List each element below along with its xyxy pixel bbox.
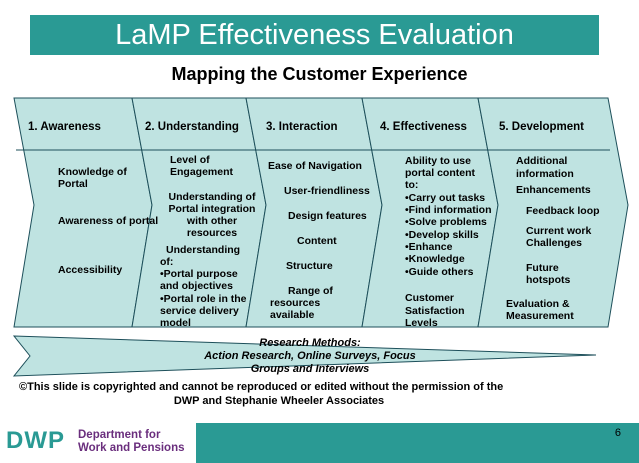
stage-item: Future <box>526 262 559 274</box>
footer-bar: DWP Department for Work and Pensions 6 <box>0 423 639 463</box>
title-bar: LaMP Effectiveness Evaluation <box>30 15 599 55</box>
stage-item: •Carry out tasks <box>405 192 486 204</box>
stage-item: Additional <box>516 155 568 167</box>
footer-logo-area: DWP Department for Work and Pensions <box>0 423 196 463</box>
stage-item: to: <box>405 179 419 191</box>
dwp-logo: DWP <box>6 427 65 454</box>
page-number: 6 <box>614 427 621 439</box>
stage-item: Portal integration <box>168 203 256 215</box>
chevron-development <box>477 97 629 328</box>
research-methods-title: Research Methods: <box>259 337 361 349</box>
copyright-notice: ©This slide is copyrighted and cannot be… <box>19 380 579 408</box>
stage-item: Content <box>297 235 337 247</box>
stage-item: information <box>516 168 574 180</box>
stage-item: model <box>160 317 191 329</box>
stage-item: Structure <box>286 260 333 272</box>
stage-header-development: 5. Development <box>499 121 584 133</box>
stage-item: •Develop skills <box>405 229 479 241</box>
stage-header-effectiveness: 4. Effectiveness <box>380 121 467 133</box>
stage-header-interaction: 3. Interaction <box>266 121 338 133</box>
stage-item: Evaluation & <box>506 298 570 310</box>
department-name: Department for Work and Pensions <box>78 429 185 455</box>
stage-item: Understanding <box>166 244 241 256</box>
stage-item: Understanding of <box>168 191 256 203</box>
department-line: Department for <box>78 429 161 441</box>
stage-item: Challenges <box>526 237 583 249</box>
research-methods-line: Action Research, Online Surveys, Focus <box>204 350 416 362</box>
stage-item: •Portal role in the <box>160 293 247 305</box>
stage-item: •Solve problems <box>405 216 487 228</box>
stage-item: •Enhance <box>405 241 453 253</box>
stage-item: Measurement <box>506 310 574 322</box>
stage-item: Current work <box>526 225 592 237</box>
stage-item: resources <box>270 297 321 309</box>
stage-item: Ease of Navigation <box>268 160 362 172</box>
stage-item: hotspots <box>526 274 571 286</box>
stage-item: •Find information <box>405 204 492 216</box>
stage-item: with other <box>186 215 238 227</box>
stage-item: of: <box>160 256 174 268</box>
stage-item: Levels <box>405 317 438 329</box>
research-arrow <box>12 335 597 377</box>
stage-item: service delivery <box>160 305 239 317</box>
department-line: Work and Pensions <box>78 442 185 454</box>
stage-item: Level of <box>170 154 210 166</box>
copyright-line: DWP and Stephanie Wheeler Associates <box>173 395 385 407</box>
stage-item: Knowledge of <box>58 166 127 178</box>
stage-item: Ability to use <box>405 155 471 167</box>
stage-item: •Guide others <box>405 266 474 278</box>
stage-item: Feedback loop <box>526 205 600 217</box>
stage-item: portal content <box>405 167 475 179</box>
stage-item: Accessibility <box>58 264 123 276</box>
research-methods-line: Groups and Interviews <box>250 363 370 375</box>
stage-item: Customer <box>405 292 455 304</box>
stage-item: •Knowledge <box>405 253 465 265</box>
stage-item: Portal <box>58 178 88 190</box>
stage-header-understanding: 2. Understanding <box>145 121 239 133</box>
stage-item: Engagement <box>170 166 234 178</box>
stage-item: available <box>270 309 315 321</box>
slide-title: LaMP Effectiveness Evaluation <box>115 18 514 51</box>
stage-item: Design features <box>288 210 367 222</box>
stage-item: Enhancements <box>516 184 591 196</box>
stage-item: resources <box>186 227 238 239</box>
stage-item: Awareness of portal <box>58 215 159 227</box>
stage-item: User-friendliness <box>284 185 370 197</box>
stage-item: Satisfaction <box>405 305 465 317</box>
footer-teal-band: 6 <box>196 423 639 463</box>
stage-header-awareness: 1. Awareness <box>28 121 101 133</box>
slide-subtitle: Mapping the Customer Experience <box>171 64 468 84</box>
stage-item: •Portal purpose <box>160 268 238 280</box>
stage-item: and objectives <box>160 280 233 292</box>
copyright-line: ©This slide is copyrighted and cannot be… <box>19 381 504 393</box>
stage-item: Range of <box>288 285 333 297</box>
